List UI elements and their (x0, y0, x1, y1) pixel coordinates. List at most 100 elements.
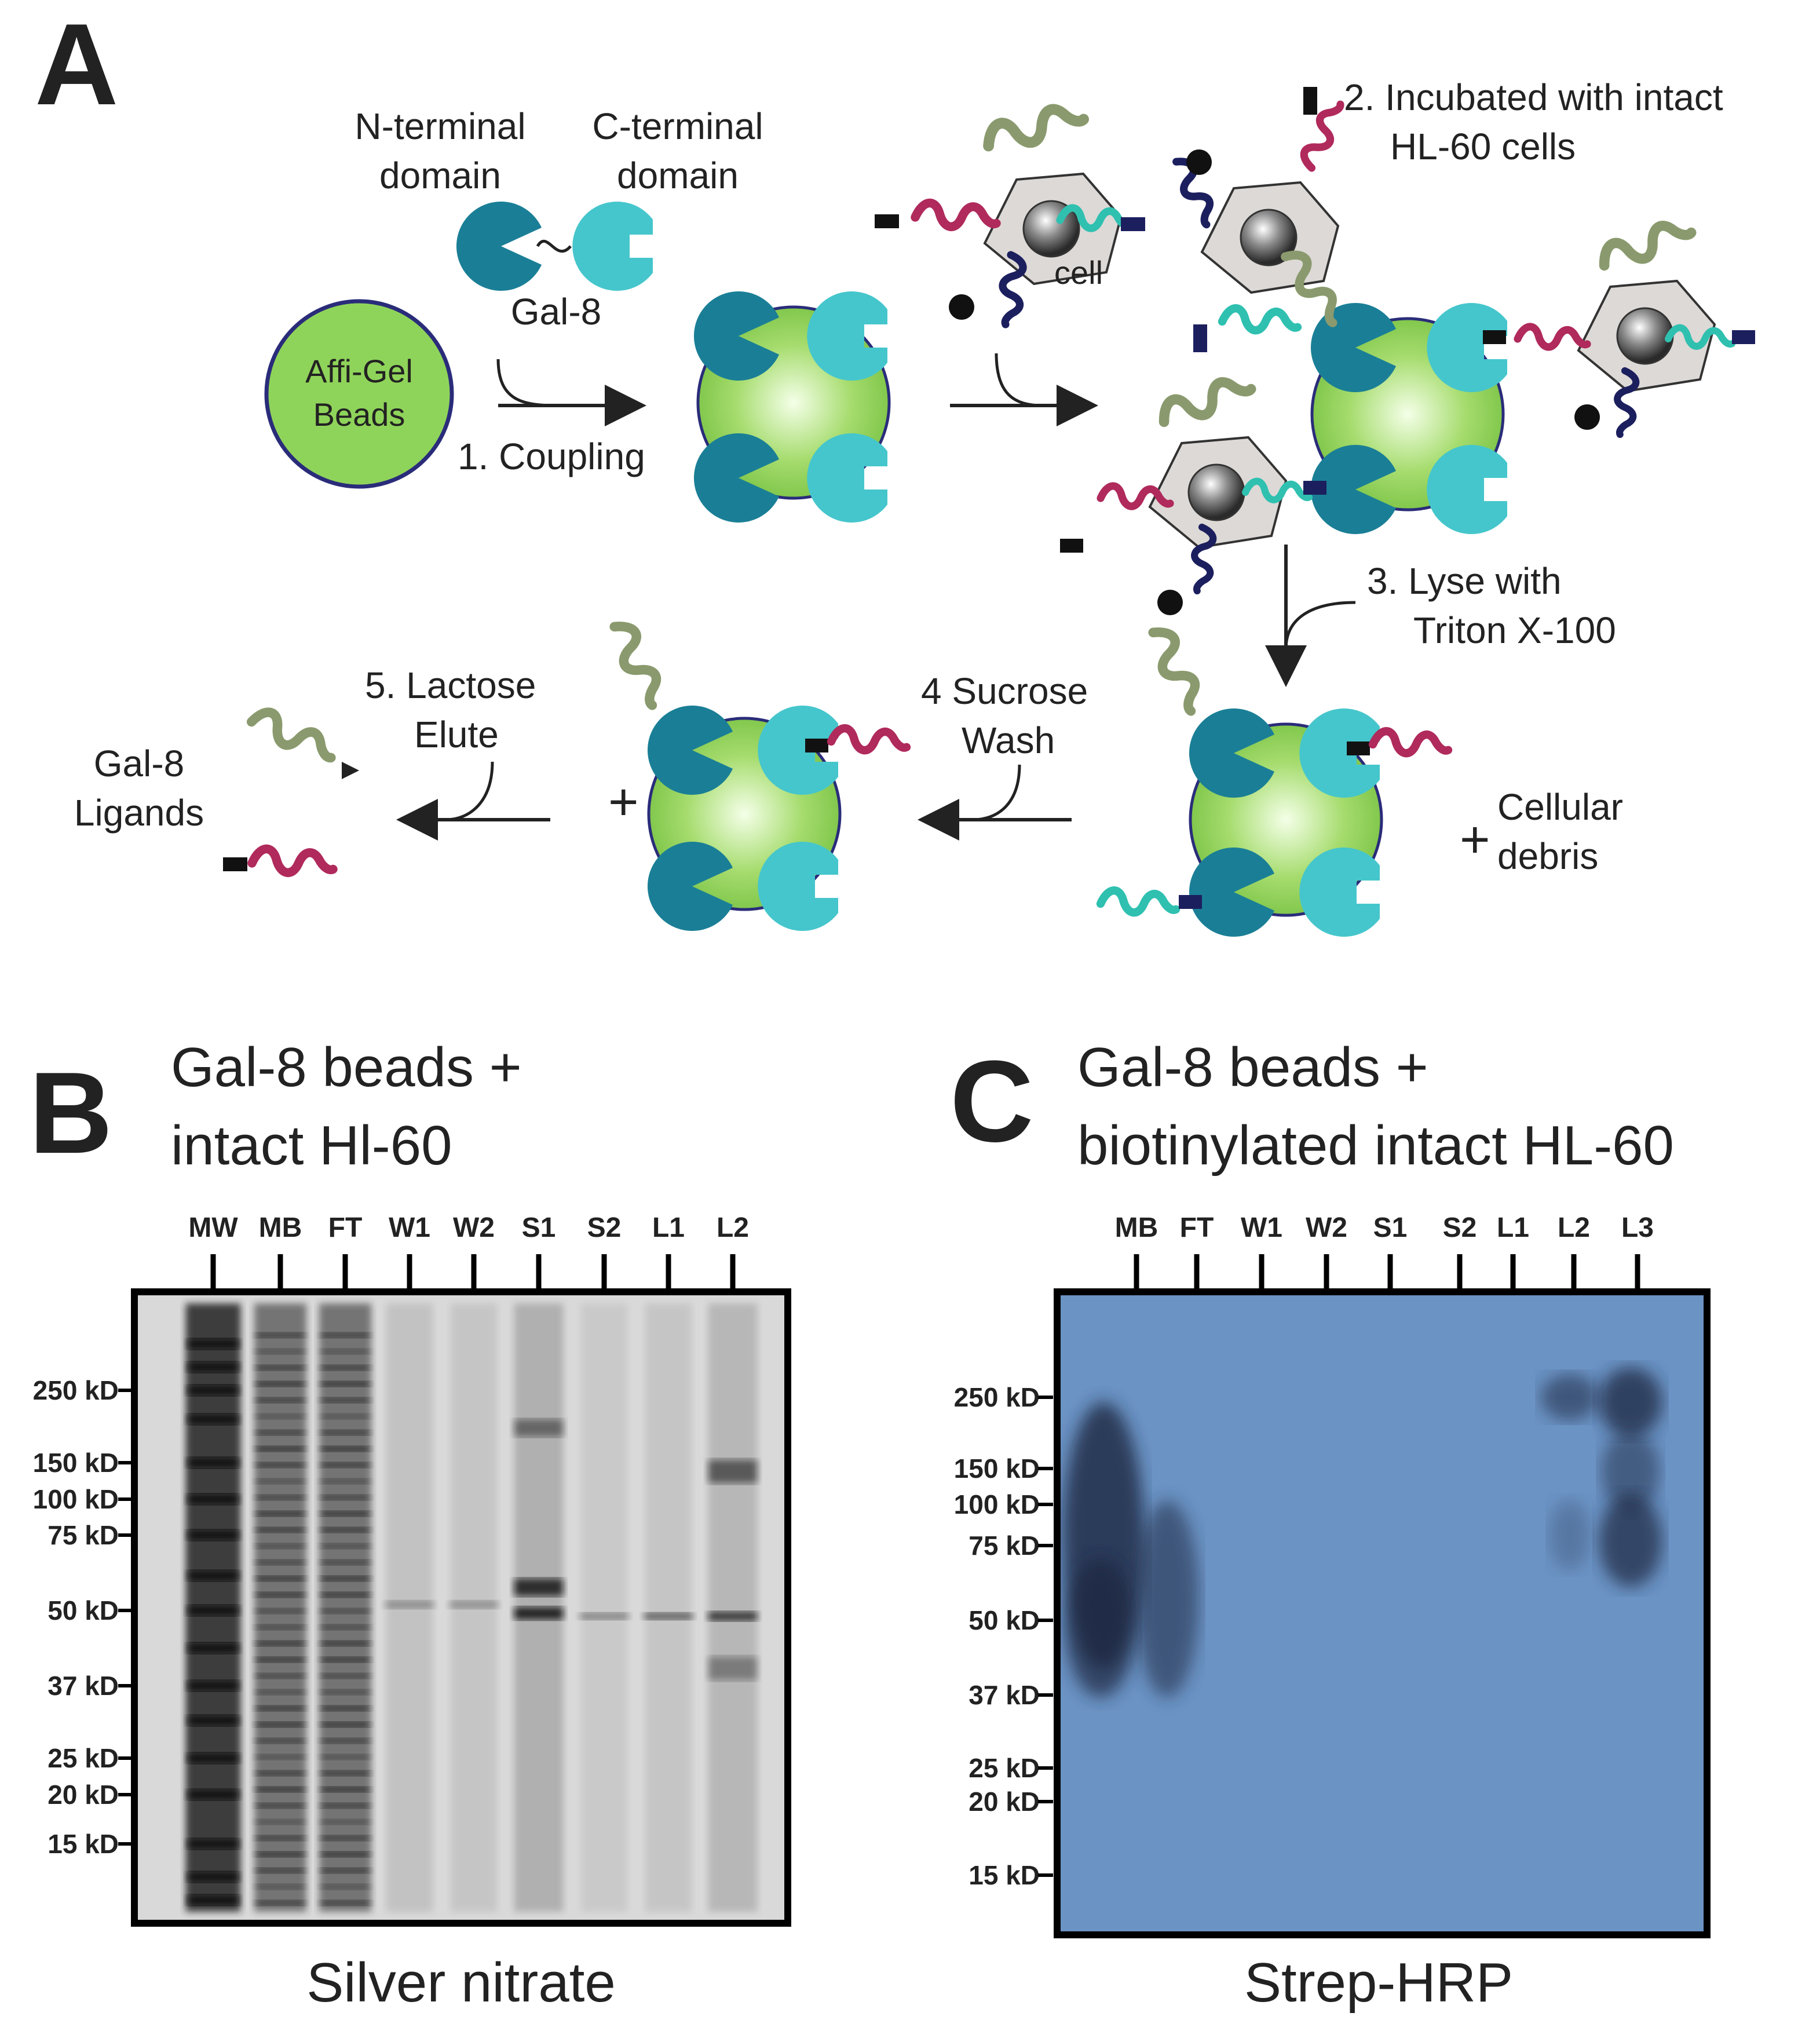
gel-sample-band (256, 1689, 305, 1695)
gel-sample-band (321, 1819, 370, 1825)
ligands-label-2: Ligands (74, 792, 204, 834)
step2-label-1: 2. Incubated with intact (1344, 76, 1723, 118)
gel-sample-band (321, 1624, 370, 1630)
gel-sample-band (321, 1770, 370, 1776)
panel-b-lane-label-w2: W2 (453, 1212, 495, 1243)
free-cell-icon (875, 96, 1145, 324)
n-domain-label-1: N-terminal (355, 105, 525, 147)
gel-sample-band (256, 1657, 305, 1663)
panel-b-lane-label-l1: L1 (652, 1212, 685, 1243)
panel-b-caption: Silver nitrate (306, 1952, 616, 2014)
gel-sample-band (321, 1657, 370, 1663)
panel-b-marker-label: 50 kD (47, 1595, 119, 1626)
panel-b-lane-label-s1: S1 (522, 1212, 556, 1243)
panel-c-lane-label-l2: L2 (1558, 1212, 1590, 1243)
affi-gel-bead (264, 299, 454, 489)
gel-sample-band (256, 1722, 305, 1727)
washed-bead (605, 619, 907, 931)
panel-b-marker-label: 100 kD (33, 1484, 119, 1514)
step3-curve (1284, 601, 1356, 649)
gel-sample-band (321, 1754, 370, 1760)
panel-c-letter: C (950, 1037, 1033, 1166)
gel-sample-band (321, 1689, 370, 1695)
gel-sample-band (256, 1608, 305, 1614)
linker (536, 240, 572, 253)
gel-sample-band (321, 1803, 370, 1809)
gel-lane-smear (645, 1303, 692, 1912)
panel-b-letter: B (29, 1049, 112, 1178)
gel-sample-band (321, 1641, 370, 1646)
gel-ladder-band (188, 1385, 238, 1396)
gel-lane-smear (708, 1303, 758, 1912)
gel-sample-band (256, 1332, 305, 1338)
step5-label-1: 5. Lactose (365, 664, 536, 706)
gel-sample-band (321, 1851, 370, 1857)
gel-specific-band (644, 1613, 693, 1620)
panel-b-marker-label: 75 kD (47, 1520, 119, 1550)
gel-sample-band (321, 1349, 370, 1354)
ligands-label-1: Gal-8 (94, 743, 185, 784)
gel-sample-band (256, 1413, 305, 1419)
gel-sample-band (321, 1511, 370, 1517)
c-domain-label-2: domain (617, 155, 739, 196)
gel-ladder-band (188, 1643, 238, 1653)
gel-sample-band (256, 1803, 305, 1809)
gel-ladder-band (188, 1605, 238, 1616)
panel-c-marker-label: 25 kD (969, 1753, 1040, 1783)
strep-blot-frame (1054, 1288, 1711, 1938)
gel-specific-band (514, 1579, 563, 1596)
step5-curve (445, 761, 494, 821)
panel-b-marker-label: 15 kD (47, 1829, 119, 1859)
blot-band (1599, 1495, 1662, 1587)
step4-label-1: 4 Sucrose (921, 670, 1088, 712)
panel-a-letter: A (35, 0, 118, 129)
gel-sample-band (321, 1673, 370, 1679)
panel-c-marker-label: 20 kD (969, 1787, 1040, 1817)
step5-label-2: Elute (414, 714, 499, 755)
gel-sample-band (256, 1835, 305, 1841)
gel-sample-band (321, 1381, 370, 1387)
silver-gel-bands (185, 1303, 758, 1912)
panel-c-lane-label-ft: FT (1180, 1212, 1214, 1243)
panel-c-marker-label: 50 kD (969, 1605, 1040, 1635)
bead-with-cells (1060, 87, 1755, 615)
gel-specific-band (514, 1419, 563, 1437)
panel-b-lane-label-l2: L2 (717, 1212, 749, 1243)
gel-ladder-band (188, 1494, 238, 1504)
panel-c-marker-label: 250 kD (954, 1382, 1040, 1412)
gel-ladder-band (188, 1839, 238, 1849)
gel-sample-band (256, 1884, 305, 1890)
gel-sample-band (321, 1478, 370, 1484)
blot-band (1541, 1374, 1599, 1420)
gel-sample-band (256, 1478, 305, 1484)
panel-b-marker-label: 150 kD (33, 1448, 119, 1478)
gal8-label: Gal-8 (511, 291, 602, 333)
blot-band (1549, 1500, 1590, 1570)
panel-b-lane-label-s2: S2 (587, 1212, 622, 1243)
panel-a: A Affi-Gel Beads N-terminal domain C-ter… (35, 0, 1755, 937)
lysed-bead (1101, 625, 1448, 937)
debris-label-1: Cellular (1497, 786, 1623, 828)
panel-c-marker-label: 100 kD (954, 1489, 1040, 1519)
step4-curve (973, 764, 1021, 821)
gel-ladder-band (188, 1753, 238, 1763)
gel-sample-band (256, 1511, 305, 1517)
blot-band (1135, 1500, 1199, 1697)
gel-sample-band (256, 1868, 305, 1873)
gel-sample-band (256, 1851, 305, 1857)
free-n-domain-icon (456, 202, 542, 291)
panel-b-title-2: intact Hl-60 (171, 1115, 452, 1177)
free-c-domain-icon (572, 202, 653, 291)
gel-sample-band (321, 1397, 370, 1403)
gel-sample-band (256, 1365, 305, 1371)
gel-specific-band (385, 1601, 434, 1609)
panel-c-lane-label-mb: MB (1115, 1212, 1158, 1243)
gel-sample-band (256, 1770, 305, 1776)
gel-ladder-band (188, 1414, 238, 1424)
gel-sample-band (321, 1365, 370, 1371)
